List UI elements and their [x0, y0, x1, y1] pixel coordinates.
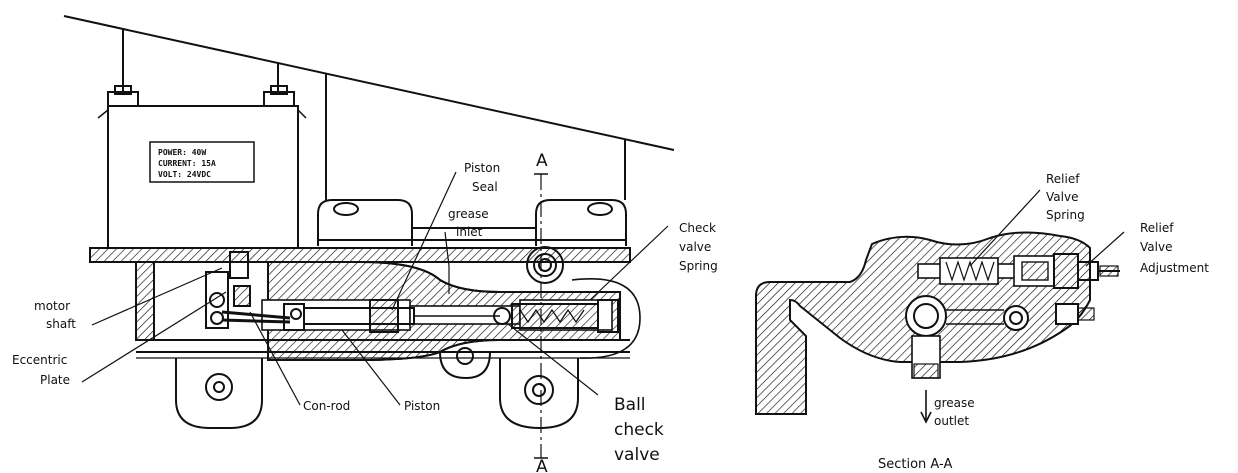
label-grease-inlet: grease [448, 207, 489, 221]
label-eccentric-plate: Plate [40, 373, 70, 387]
motor-nameplate [149, 141, 255, 183]
outlet-port [905, 295, 947, 337]
section-title: Section A-A [878, 457, 952, 472]
label-relief-valve-adjustment: Relief [1140, 221, 1174, 235]
section-a-a-view [755, 189, 1125, 424]
label-check-valve-spring: Check [679, 221, 716, 235]
label-check-valve-spring: Spring [679, 259, 718, 273]
eccentric-assembly [205, 251, 251, 329]
section-mark-bottom: A [536, 457, 548, 473]
pump-cover [317, 199, 627, 246]
pump-side-view [63, 15, 675, 459]
left-labels: Piston Seal A A grease inlet Check valve… [12, 151, 718, 473]
relief-adjustment-screw [1053, 253, 1120, 289]
label-motor-shaft: motor [34, 299, 70, 313]
label-relief-valve-adjustment: Valve [1140, 240, 1172, 254]
label-grease-outlet: grease [934, 396, 975, 410]
check-valve-part [493, 299, 619, 333]
nameplate-text: POWER: 40W CURRENT: 15A VOLT: 24VDC [158, 148, 216, 179]
label-relief-valve-spring: Valve [1046, 190, 1078, 204]
label-motor-shaft: shaft [46, 317, 76, 331]
label-con-rod: Con-rod [303, 399, 350, 413]
leader-lines [81, 171, 669, 406]
label-relief-valve-spring: Relief [1046, 172, 1080, 186]
nameplate-line: CURRENT: 15A [158, 159, 216, 168]
mounting-ear [175, 358, 263, 429]
section-mark-top: A [536, 151, 548, 171]
label-grease-inlet: inlet [456, 225, 483, 239]
label-grease-outlet: outlet [934, 414, 969, 428]
mounting-beam [63, 15, 675, 151]
grease-inlet-fitting [448, 246, 564, 294]
label-piston-seal: Piston [464, 161, 500, 175]
mounting-ear [499, 358, 579, 430]
section-labels: Relief Valve Spring Relief Valve Adjustm… [878, 172, 1209, 472]
nameplate-line: VOLT: 24VDC [158, 170, 211, 179]
label-relief-valve-spring: Spring [1046, 208, 1085, 222]
label-piston: Piston [404, 399, 440, 413]
label-relief-valve-adjustment: Adjustment [1140, 261, 1209, 275]
label-piston-seal: Seal [472, 180, 498, 194]
label-ball-check-valve: check [614, 420, 664, 440]
label-ball-check-valve: valve [614, 445, 660, 465]
label-check-valve-spring: valve [679, 240, 711, 254]
label-eccentric-plate: Eccentric [12, 353, 67, 367]
nameplate-line: POWER: 40W [158, 148, 206, 157]
piston-part [303, 299, 500, 333]
left-bracket [135, 261, 155, 341]
check-valve-outline [571, 278, 641, 359]
label-ball-check-valve: Ball [614, 395, 646, 415]
section-leader-lines [969, 189, 1125, 267]
